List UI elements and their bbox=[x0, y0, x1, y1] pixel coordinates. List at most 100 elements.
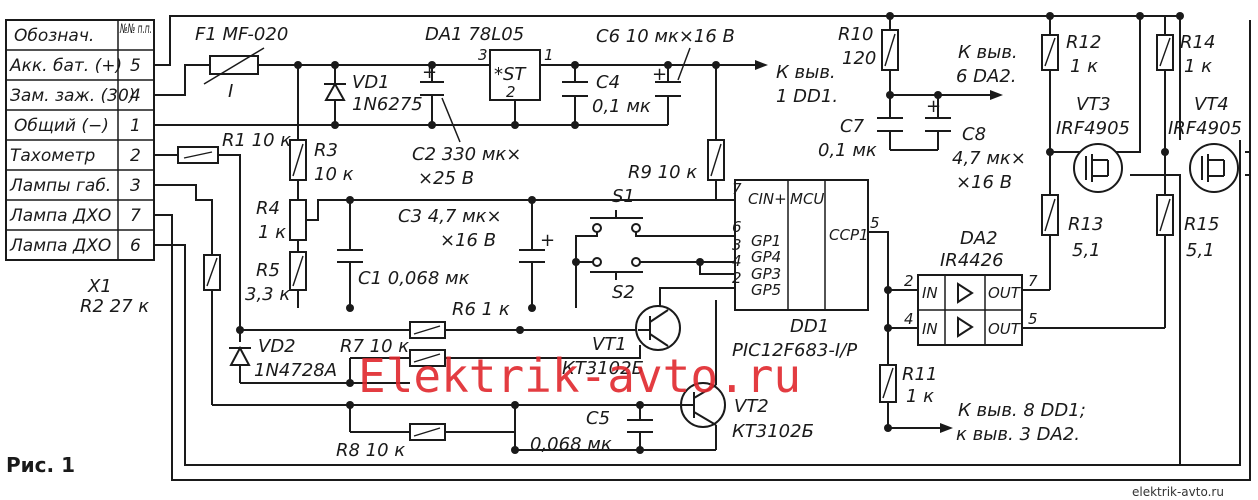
da1-label: DA1 78L05 bbox=[425, 24, 524, 45]
fuse-f1: F1 MF-020 I bbox=[195, 24, 288, 102]
resistor-r5: R5 3,3 к bbox=[245, 251, 307, 305]
c2-voltage: ×25 В bbox=[418, 168, 474, 189]
watermark-text: Elektrik-avto.ru bbox=[358, 349, 801, 403]
da2-pin-7: 7 bbox=[1028, 272, 1038, 290]
junction-dots bbox=[236, 12, 1184, 454]
resistor-r3: R3 10 к bbox=[289, 139, 354, 185]
c2-label: C2 330 мк× bbox=[412, 144, 521, 165]
da2-type: IR4426 bbox=[940, 250, 1004, 271]
figure-label: Рис. 1 bbox=[6, 453, 75, 477]
dd1-pin-6: 6 bbox=[732, 218, 742, 236]
mosfet-vt3: VT3 IRF4905 bbox=[1056, 94, 1130, 193]
f1-mark: I bbox=[228, 81, 233, 102]
f1-label: F1 MF-020 bbox=[195, 24, 288, 45]
vd1-label: VD1 bbox=[352, 72, 390, 93]
dd1-gp4: GP4 bbox=[751, 248, 781, 266]
r12-value: 1 к bbox=[1070, 56, 1098, 77]
c1-label: C1 0,068 мк bbox=[358, 268, 470, 289]
da1-pin-in: 3 bbox=[478, 46, 488, 64]
da2-pin-4: 4 bbox=[904, 310, 914, 328]
vt2-label: VT2 bbox=[734, 396, 769, 417]
da2-out-1: OUT bbox=[988, 284, 1022, 302]
capacitor-c6: + C6 10 мк×16 В bbox=[596, 26, 735, 97]
resistor-r6: R6 1 к bbox=[409, 299, 510, 339]
switch-s1: S1 bbox=[590, 186, 643, 233]
table-row-name: Зам. заж. (30) bbox=[10, 86, 135, 106]
r4-label: R4 bbox=[256, 198, 280, 219]
table-row-name: Общий (−) bbox=[14, 116, 109, 136]
resistor-r7: R7 10 к bbox=[340, 336, 446, 367]
r10-label: R10 bbox=[838, 24, 873, 45]
dd1-pin-3: 3 bbox=[732, 236, 742, 254]
dd1-gp5: GP5 bbox=[751, 281, 781, 299]
table-row-num: 4 bbox=[130, 86, 141, 106]
capacitor-c1: C1 0,068 мк bbox=[337, 249, 470, 289]
resistor-r12: R12 1 к bbox=[1041, 32, 1101, 77]
table-row-num: 3 bbox=[130, 176, 141, 196]
dd1-cin: CIN+ bbox=[748, 190, 787, 208]
table-row-num: 5 bbox=[130, 56, 141, 76]
svg-text:+: + bbox=[926, 96, 941, 117]
resistor-r9: R9 10 к bbox=[628, 139, 725, 183]
note-line-1: К выв. 8 DD1; bbox=[958, 400, 1086, 421]
r11-label: R11 bbox=[902, 364, 937, 385]
c4-label: C4 bbox=[596, 72, 620, 93]
c6-label: C6 10 мк×16 В bbox=[596, 26, 735, 47]
switch-s2: S2 bbox=[590, 257, 643, 303]
svg-text:+: + bbox=[540, 230, 555, 251]
c7-label: C7 bbox=[840, 116, 865, 137]
s1-label: S1 bbox=[612, 186, 635, 207]
arrow-da2-text-1: К выв. bbox=[958, 42, 1018, 63]
c8-value: 4,7 мк× bbox=[952, 148, 1026, 169]
r13-value: 5,1 bbox=[1072, 240, 1101, 261]
diode-vd1: VD1 1N6275 bbox=[324, 72, 423, 115]
note-line-2: к выв. 3 DA2. bbox=[956, 424, 1080, 445]
diode-vd2: VD2 1N4728A bbox=[229, 336, 337, 381]
dd1-pin-5: 5 bbox=[870, 214, 880, 232]
table-row-name: Лампы габ. bbox=[9, 176, 111, 196]
s2-label: S2 bbox=[612, 282, 635, 303]
resistor-r4: R4 1 к bbox=[256, 198, 307, 243]
table-row-name: Лампа ДХО bbox=[9, 236, 111, 256]
da2-pin-5: 5 bbox=[1028, 310, 1038, 328]
r3-value: 10 к bbox=[314, 164, 354, 185]
r12-label: R12 bbox=[1066, 32, 1101, 53]
microcontroller-dd1: CIN+ MCU GP1 GP4 GP3 GP5 CCP1 7 6 3 4 2 … bbox=[732, 179, 880, 361]
arrow-da2-text-2: 6 DA2. bbox=[956, 66, 1017, 87]
c5-label: C5 bbox=[586, 408, 610, 429]
r15-value: 5,1 bbox=[1186, 240, 1215, 261]
vt1-label: VT1 bbox=[592, 334, 627, 355]
resistor-r2: R2 27 к bbox=[80, 254, 221, 317]
vt3-type: IRF4905 bbox=[1056, 118, 1130, 139]
da2-out-2: OUT bbox=[988, 320, 1022, 338]
capacitor-c7: C7 0,1 мк bbox=[818, 116, 903, 161]
r11-value: 1 к bbox=[906, 386, 934, 407]
capacitor-c2: + C2 330 мк× ×25 В bbox=[412, 62, 521, 189]
driver-da2: IN IN OUT OUT 2 4 7 5 DA2 IR4426 bbox=[904, 228, 1038, 346]
table-row-num: 6 bbox=[130, 236, 141, 256]
table-row-num: 1 bbox=[130, 116, 141, 136]
vt4-type: IRF4905 bbox=[1168, 118, 1242, 139]
r5-value: 3,3 к bbox=[245, 284, 290, 305]
dd1-ccp1: CCP1 bbox=[829, 226, 869, 244]
da1-body: *ST bbox=[494, 64, 527, 85]
dd1-label: DD1 bbox=[790, 316, 829, 337]
vd1-type: 1N6275 bbox=[352, 94, 423, 115]
table-row-name: Лампа ДХО bbox=[9, 206, 111, 226]
r13-label: R13 bbox=[1068, 214, 1103, 235]
c3-voltage: ×16 В bbox=[440, 230, 496, 251]
r4-value: 1 к bbox=[258, 222, 286, 243]
site-url: elektrik-avto.ru bbox=[1132, 485, 1224, 499]
r7-label: R7 10 к bbox=[340, 336, 409, 357]
resistor-r11: R11 1 к bbox=[879, 364, 937, 407]
r14-label: R14 bbox=[1180, 32, 1215, 53]
capacitor-c4: C4 0,1 мк bbox=[562, 72, 651, 117]
arrow-dd1-text-2: 1 DD1. bbox=[776, 86, 838, 107]
connector-label: X1 bbox=[87, 276, 112, 297]
capacitor-c8: + C8 4,7 мк× ×16 В bbox=[925, 96, 1026, 193]
da2-in-1: IN bbox=[922, 284, 938, 302]
dd1-gp1: GP1 bbox=[751, 232, 781, 250]
arrow-to-da2: К выв. 6 DA2. bbox=[956, 42, 1018, 100]
regulator-da1: *ST DA1 78L05 3 1 2 bbox=[425, 24, 554, 101]
